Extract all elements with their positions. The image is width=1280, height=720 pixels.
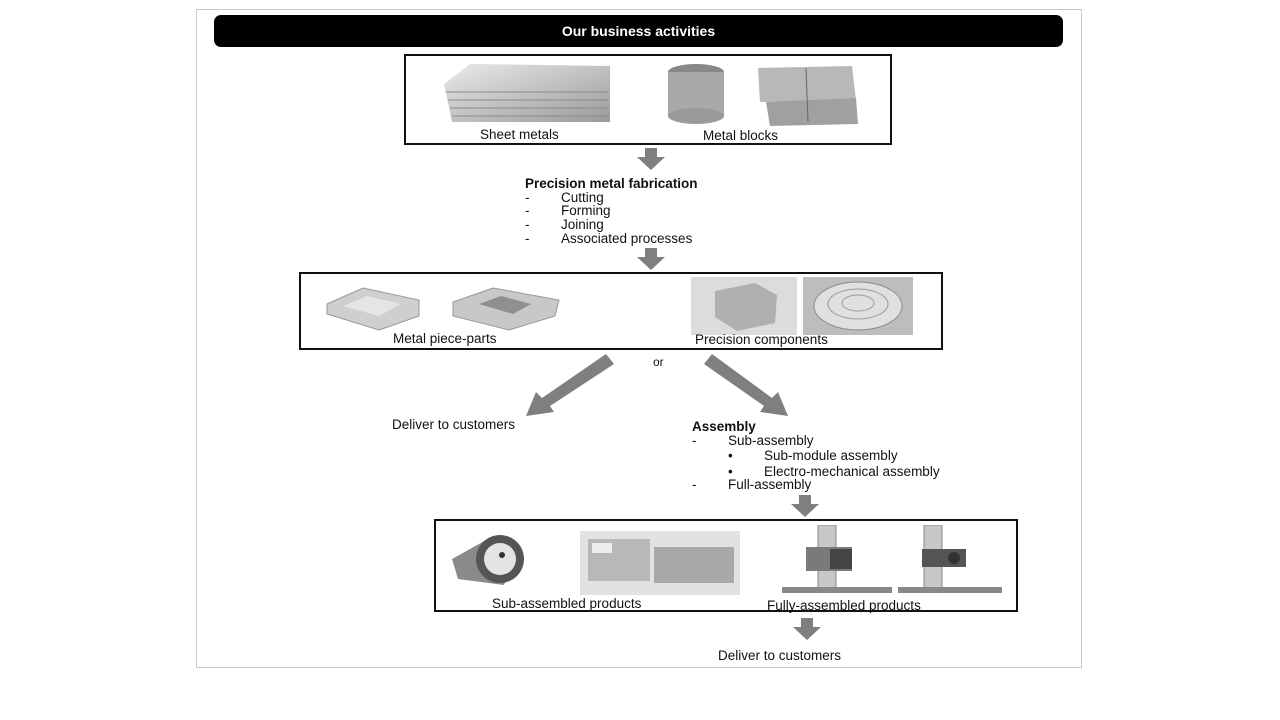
down-arrow-icon <box>637 248 665 270</box>
dash-marker: - <box>525 190 530 205</box>
diagonal-arrow-left-icon <box>526 354 614 416</box>
fabrication-step: - Joining <box>525 218 604 232</box>
dash-marker: - <box>692 433 697 448</box>
assembly-full: - Full-assembly <box>692 478 811 492</box>
assembly-sub-item-label: Sub-module assembly <box>764 448 898 463</box>
final-product-label: Fully-assembled products <box>767 598 921 613</box>
dash-marker: - <box>692 477 697 492</box>
fabrication-step-label: Associated processes <box>561 231 693 246</box>
sub-assembled-products-photo <box>452 531 740 595</box>
precision-components-photo <box>691 277 913 335</box>
raw-materials-box: Sheet metals Metal blocks <box>404 54 892 145</box>
raw-material-label: Metal blocks <box>703 128 779 143</box>
raw-material-label: Sheet metals <box>480 127 559 142</box>
assembly-sub-item: • Electro-mechanical assembly <box>692 465 940 479</box>
down-arrow-icon <box>791 495 819 517</box>
dash-marker: - <box>525 203 530 218</box>
fully-assembled-products-photo <box>782 525 1002 593</box>
branch-or-label: or <box>653 355 664 369</box>
metal-blocks-photo <box>668 64 858 126</box>
fabrication-step: - Forming <box>525 204 611 218</box>
slide-frame <box>196 9 1082 668</box>
fabrication-step: - Cutting <box>525 191 604 205</box>
assembly-sub: - Sub-assembly <box>692 434 814 448</box>
down-arrow-icon <box>637 148 665 170</box>
bullet-marker: • <box>728 464 733 479</box>
fabrication-step: - Associated processes <box>525 232 692 246</box>
deliver-to-customers-bottom: Deliver to customers <box>718 648 842 663</box>
dash-marker: - <box>525 231 530 246</box>
intermediate-label: Precision components <box>695 332 828 347</box>
title-bar: Our business activities <box>214 15 1063 47</box>
assembly-sub-item-label: Electro-mechanical assembly <box>764 464 940 479</box>
metal-piece-parts-photo <box>326 287 560 331</box>
final-products-box: Sub-assembled products Fully-assembled p… <box>434 519 1018 613</box>
fabrication-step-label: Joining <box>561 217 604 232</box>
diagonal-arrow-right-icon <box>704 354 788 416</box>
final-product-label: Sub-assembled products <box>492 596 642 611</box>
assembly-heading: Assembly <box>692 419 756 434</box>
dash-marker: - <box>525 217 530 232</box>
deliver-to-customers-left: Deliver to customers <box>392 417 516 432</box>
title-text: Our business activities <box>561 23 716 39</box>
fabrication-heading: Precision metal fabrication <box>525 176 698 191</box>
down-arrow-icon <box>793 618 821 640</box>
assembly-sub-label: Sub-assembly <box>728 433 814 448</box>
sheet-metals-photo <box>444 64 610 122</box>
fabrication-step-label: Forming <box>561 203 611 218</box>
bullet-marker: • <box>728 448 733 463</box>
assembly-full-label: Full-assembly <box>728 477 812 492</box>
assembly-sub-item: • Sub-module assembly <box>692 449 898 463</box>
intermediate-products-box: Metal piece-parts Precision components <box>299 272 943 350</box>
fabrication-step-label: Cutting <box>561 190 604 205</box>
intermediate-label: Metal piece-parts <box>393 331 497 346</box>
